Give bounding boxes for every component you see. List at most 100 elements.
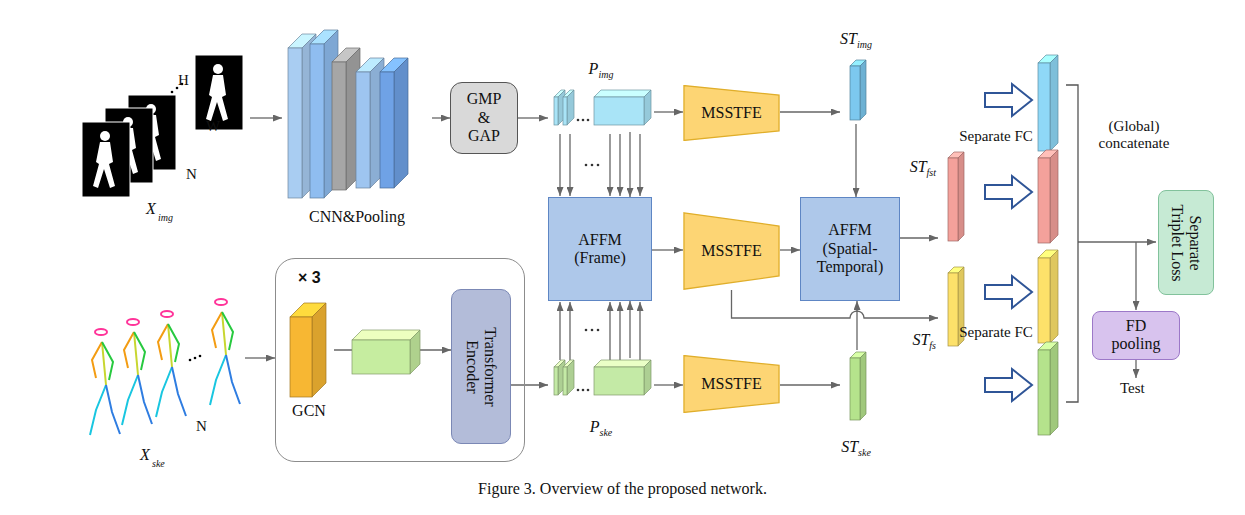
cnn-drawing xyxy=(282,26,432,226)
flow-arrow xyxy=(654,111,683,112)
slab-front xyxy=(850,66,860,120)
feature-block xyxy=(594,90,651,125)
subscript-text: ske xyxy=(152,458,165,470)
slab-front xyxy=(380,72,394,188)
skeleton-limb xyxy=(172,367,186,416)
dimension-label: N xyxy=(196,418,207,435)
flow-arrow xyxy=(654,384,683,385)
symbol-text: ST xyxy=(841,438,858,455)
flow-arrow xyxy=(629,301,630,358)
skeleton-figure xyxy=(156,311,186,417)
slab-side xyxy=(860,352,866,420)
trapezoid-outline xyxy=(684,356,779,413)
skeleton-limb xyxy=(90,385,106,435)
conv-layer xyxy=(380,58,408,188)
silhouette-sequence xyxy=(82,55,243,197)
flow-arrow xyxy=(250,117,282,118)
ellipsis-dot xyxy=(171,91,174,94)
skeleton-limb xyxy=(222,312,233,350)
subscript-text: ske xyxy=(858,447,871,458)
dimension-label: X xyxy=(146,200,156,218)
ellipsis-dot xyxy=(582,389,585,392)
process-box: Transformer Encoder xyxy=(451,289,511,444)
gcn-slab xyxy=(290,303,326,397)
ellipsis-dot xyxy=(587,119,590,122)
slab-front xyxy=(594,367,644,395)
subscript-label: STimg xyxy=(830,30,882,51)
slab-front xyxy=(594,97,644,125)
flow-arrow xyxy=(1135,360,1136,378)
slab-side xyxy=(312,303,326,397)
process-box: Separate Triplet Loss xyxy=(1158,190,1214,295)
box-text: MSSTFE xyxy=(701,242,761,260)
ellipsis-dot xyxy=(587,389,590,392)
slab-front xyxy=(332,62,346,190)
flow-arrow xyxy=(629,132,630,197)
feature-box xyxy=(352,330,420,374)
flow-arrow xyxy=(511,384,548,385)
annotation-text: Separate FC xyxy=(958,324,1034,341)
slab-side xyxy=(394,58,408,188)
box-text: FD pooling xyxy=(1106,317,1166,354)
slab-front xyxy=(1038,258,1050,343)
slab-side xyxy=(1050,342,1058,435)
skeleton-limb xyxy=(102,342,113,380)
slab-side xyxy=(567,360,574,395)
group-box: GCNTransformer Encoder× 3 xyxy=(275,258,525,462)
ellipsis-dot xyxy=(176,87,179,90)
box-label: AFFM (Frame) xyxy=(574,231,626,266)
flow-arrow xyxy=(780,111,840,112)
ellipsis-dot xyxy=(585,164,588,167)
gcn-block: GCN xyxy=(284,299,334,424)
slab-front xyxy=(288,48,302,198)
msstfe-block: MSSTFE xyxy=(683,212,780,290)
subscript-label: Pske xyxy=(548,418,654,439)
feature-strip xyxy=(563,90,574,125)
skeleton-limb xyxy=(212,312,222,348)
flow-arrow xyxy=(652,249,683,250)
flow-arrow xyxy=(559,134,560,196)
flow-arrow xyxy=(855,124,856,197)
ellipsis-dot xyxy=(582,119,585,122)
slab-front xyxy=(554,97,558,125)
skeleton-limb xyxy=(156,367,172,417)
flow-arrow xyxy=(639,134,640,196)
feature-block xyxy=(594,360,651,395)
ellipsis-dot xyxy=(591,164,594,167)
annotation-text: Test xyxy=(1120,380,1145,397)
box-label: Separate Triplet Loss xyxy=(1169,204,1204,281)
ellipsis-dot xyxy=(597,329,600,332)
process-box: GMP & GAP xyxy=(450,82,518,154)
silhouette-head xyxy=(100,131,110,141)
figure-caption: Figure 3. Overview of the proposed netwo… xyxy=(0,480,1245,498)
slab-side xyxy=(860,60,866,120)
feature-drawing xyxy=(548,358,654,438)
slab-front xyxy=(352,340,410,374)
ellipsis-dot xyxy=(189,359,192,362)
flow-arrow xyxy=(569,302,570,360)
slab-front xyxy=(1038,350,1050,435)
frame-background xyxy=(82,122,130,197)
box-label: Transformer Encoder xyxy=(464,327,499,406)
flow-arrow xyxy=(245,357,275,358)
subscript-label: STfs xyxy=(912,331,936,352)
subscript-label: Pimg xyxy=(548,60,654,81)
slab-front xyxy=(563,367,567,395)
symbol-text: ST xyxy=(912,331,929,348)
ellipsis-dot xyxy=(194,357,197,360)
subscript-text: ske xyxy=(600,427,613,438)
vector-drawing xyxy=(938,150,978,245)
slab-side xyxy=(1050,150,1058,243)
skeleton-sequence xyxy=(90,299,240,435)
connector-group xyxy=(334,112,938,385)
slab-front xyxy=(1038,158,1050,243)
component-label: CNN&Pooling xyxy=(309,208,405,225)
process-box: AFFM (Frame) xyxy=(548,197,652,301)
component-label: GCN xyxy=(292,402,326,419)
box-label: FD pooling xyxy=(1112,317,1161,352)
box-text: AFFM (Spatial-Temporal) xyxy=(814,221,886,276)
subscript-label: STfst xyxy=(910,158,936,179)
box-label: MSSTFE xyxy=(701,104,761,121)
slab-side xyxy=(644,90,651,125)
box-label: GMP & GAP xyxy=(467,90,502,144)
